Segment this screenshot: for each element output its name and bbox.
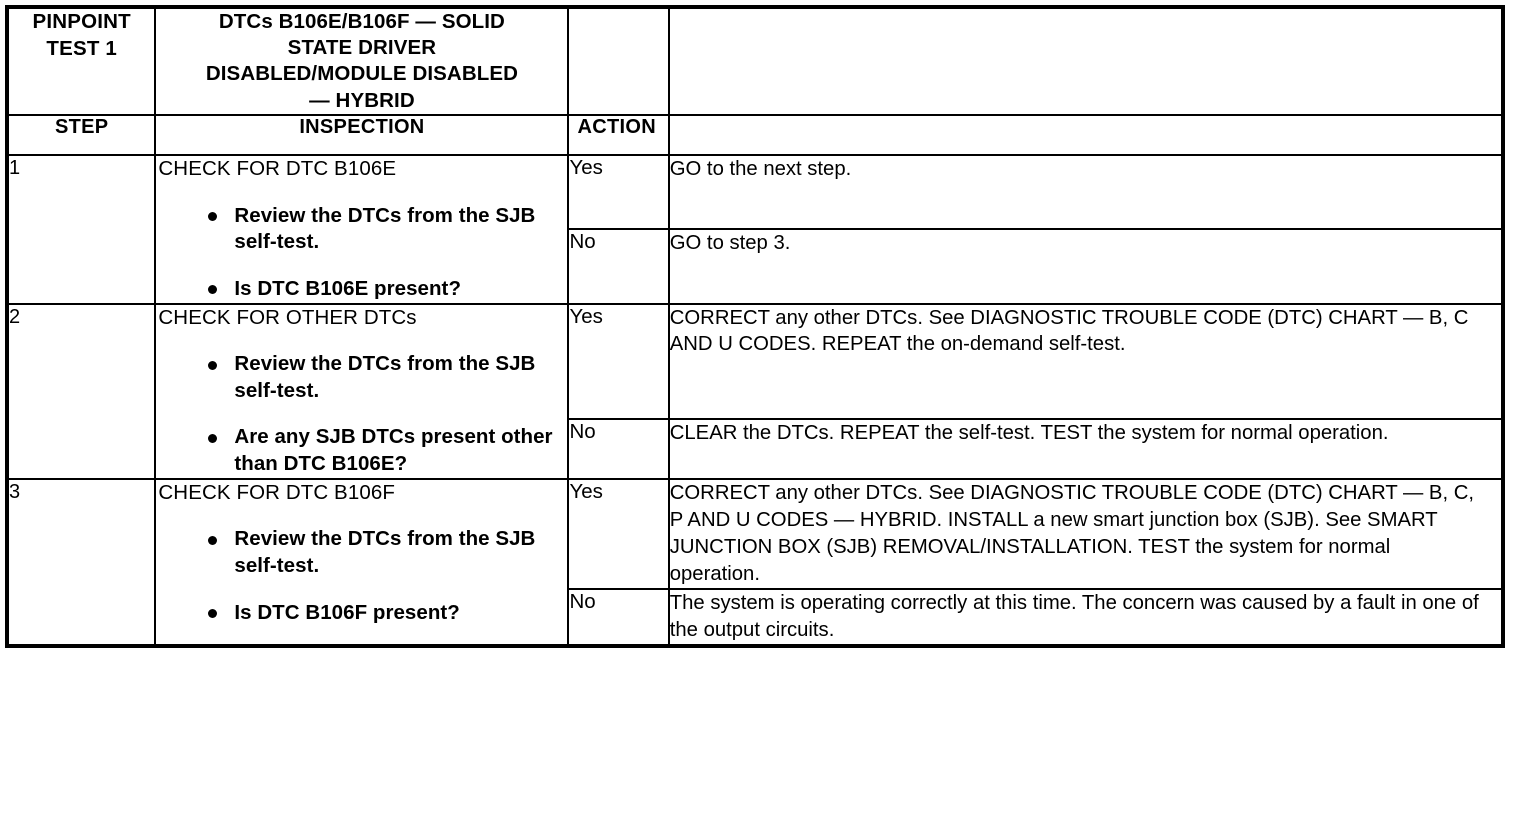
- action-text: CORRECT any other DTCs. See DIAGNOSTIC T…: [669, 306, 1469, 356]
- column-header-inspection: INSPECTION: [154, 113, 570, 156]
- column-header-step: STEP: [5, 113, 157, 156]
- outcome-answer: Yes: [567, 477, 670, 590]
- table-row: 2 CHECK FOR OTHER DTCs Review the DTCs f…: [5, 302, 1505, 480]
- header-blank-cell-1: [567, 6, 670, 116]
- list-item: Is DTC B106E present?: [204, 276, 567, 303]
- table-row: No The system is operating correctly at …: [7, 587, 1505, 647]
- action-text: CORRECT any other DTCs. See DIAGNOSTIC T…: [669, 481, 1475, 585]
- step-number: 1: [5, 153, 157, 305]
- outcome-action: GO to the next step.: [667, 153, 1505, 231]
- table-row: 3 CHECK FOR DTC B106F Review the DTCs fr…: [5, 477, 1505, 647]
- outcome-action: GO to step 3.: [667, 228, 1505, 305]
- title-line-2: STATE DRIVER: [287, 36, 437, 60]
- list-item: Review the DTCs from the SJB self-test.: [204, 526, 567, 579]
- pinpoint-test-label: PINPOINT TEST 1: [5, 6, 157, 116]
- inspection-bullet-list: Review the DTCs from the SJB self-test. …: [156, 351, 567, 478]
- inspection-title: CHECK FOR OTHER DTCs: [158, 305, 417, 329]
- table-row: No CLEAR the DTCs. REPEAT the self-test.…: [7, 417, 1505, 480]
- step-number: 2: [5, 302, 157, 480]
- action-text: The system is operating correctly at thi…: [669, 591, 1479, 641]
- action-text: GO to step 3.: [669, 232, 791, 255]
- title-line-4: — HYBRID: [309, 88, 415, 112]
- list-item: Is DTC B106F present?: [204, 600, 567, 627]
- outcome-action: CORRECT any other DTCs. See DIAGNOSTIC T…: [667, 302, 1505, 420]
- outcome-action: The system is operating correctly at thi…: [667, 587, 1505, 647]
- pinpoint-test-label-line2: TEST 1: [46, 36, 118, 60]
- column-header-row: STEP INSPECTION ACTION: [5, 113, 1505, 156]
- pinpoint-test-label-line1: PINPOINT: [32, 10, 131, 33]
- inspection-bullet-list: Review the DTCs from the SJB self-test. …: [156, 203, 567, 303]
- action-text: GO to the next step.: [669, 157, 852, 180]
- column-header-action: ACTION: [567, 113, 670, 156]
- outcome-action: CLEAR the DTCs. REPEAT the self-test. TE…: [667, 417, 1505, 480]
- list-item: Review the DTCs from the SJB self-test.: [204, 203, 567, 256]
- outcome-answer: Yes: [567, 153, 670, 231]
- outcome-action: CORRECT any other DTCs. See DIAGNOSTIC T…: [667, 477, 1505, 590]
- pinpoint-test-title: DTCs B106E/B106F — SOLID STATE DRIVER DI…: [154, 6, 570, 116]
- list-item: Review the DTCs from the SJB self-test.: [204, 351, 567, 404]
- column-header-result-blank: [667, 113, 1505, 156]
- header-blank-cell-2: [667, 6, 1505, 116]
- step-number: 3: [5, 477, 157, 647]
- list-item: Are any SJB DTCs present other than DTC …: [204, 424, 567, 477]
- table-row: 1 CHECK FOR DTC B106E Review the DTCs fr…: [5, 153, 1505, 305]
- title-line-3: DISABLED/MODULE DISABLED: [205, 62, 519, 86]
- inspection-cell: CHECK FOR DTC B106F Review the DTCs from…: [154, 477, 570, 647]
- title-line-1: DTCs B106E/B106F — SOLID: [218, 10, 505, 33]
- table-header-row: PINPOINT TEST 1 DTCs B106E/B106F — SOLID…: [5, 6, 1505, 116]
- inspection-bullet-list: Review the DTCs from the SJB self-test. …: [156, 526, 567, 626]
- outcome-answer: No: [567, 228, 670, 305]
- outcome-answer: Yes: [567, 302, 670, 420]
- outcome-answer: No: [567, 587, 670, 647]
- inspection-title: CHECK FOR DTC B106E: [158, 156, 397, 180]
- outcome-answer: No: [567, 417, 670, 480]
- action-text: CLEAR the DTCs. REPEAT the self-test. TE…: [669, 421, 1389, 444]
- inspection-title: CHECK FOR DTC B106F: [158, 480, 395, 504]
- inspection-cell: CHECK FOR OTHER DTCs Review the DTCs fro…: [154, 302, 570, 480]
- table-row: No GO to step 3.: [7, 228, 1505, 305]
- pinpoint-test-table: PINPOINT TEST 1 DTCs B106E/B106F — SOLID…: [5, 5, 1505, 648]
- inspection-cell: CHECK FOR DTC B106E Review the DTCs from…: [154, 153, 570, 305]
